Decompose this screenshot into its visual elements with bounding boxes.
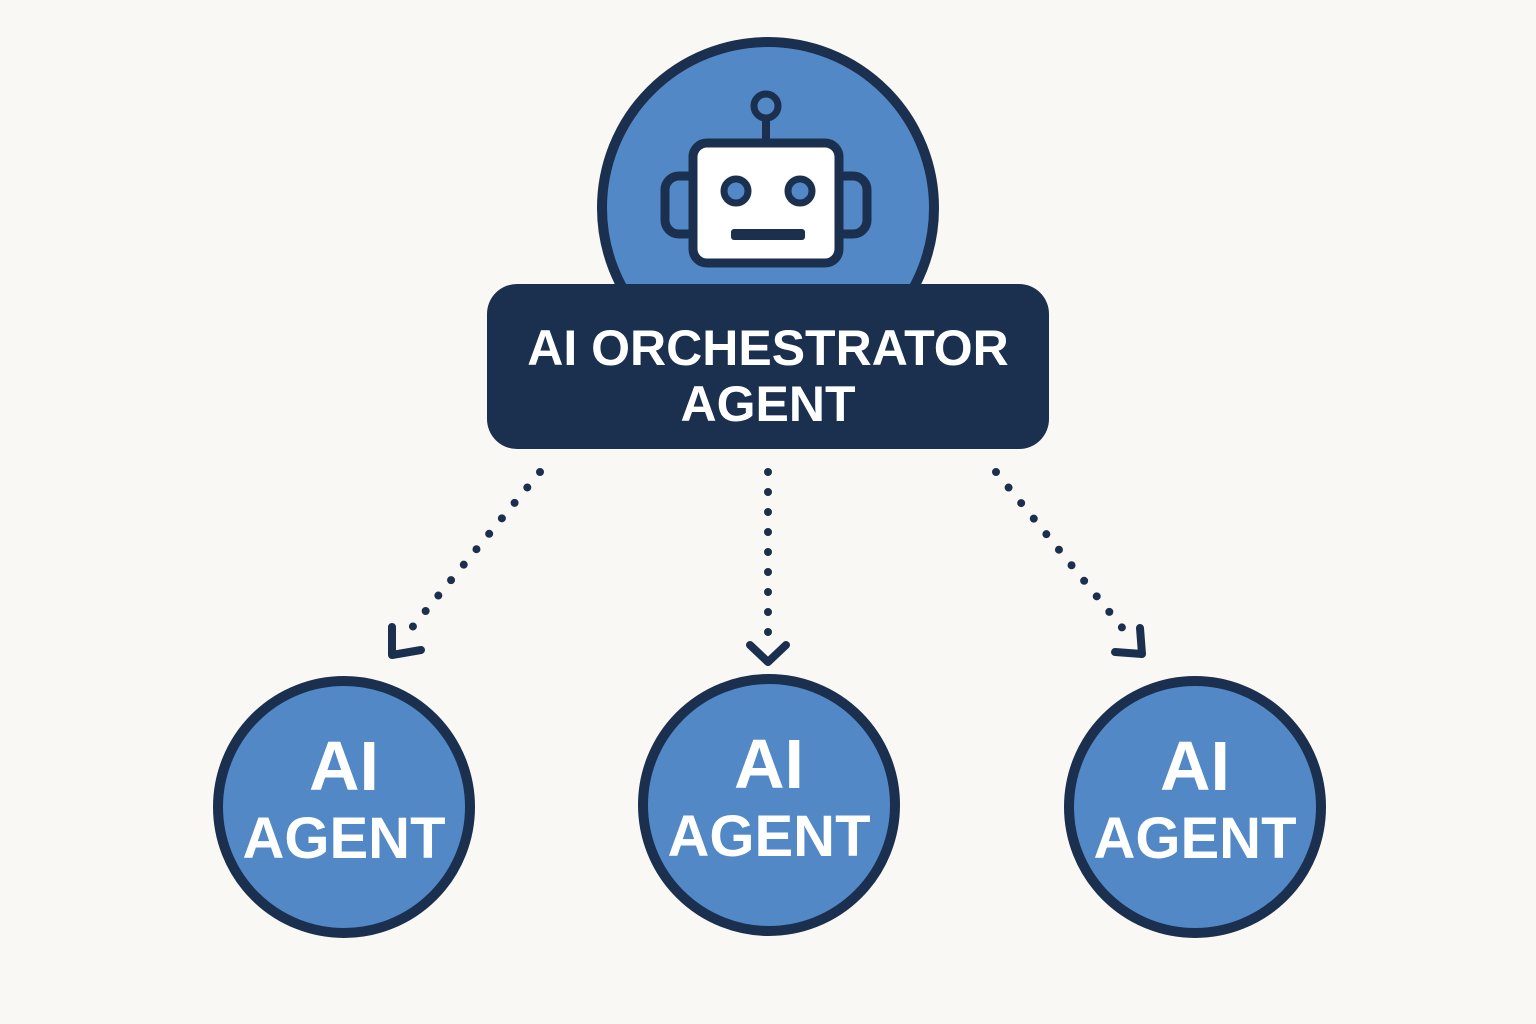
orchestrator-label-line1: AI ORCHESTRATOR — [527, 320, 1009, 376]
agent-label-line1: AI — [1160, 727, 1230, 805]
arrowhead-right — [1111, 624, 1146, 658]
agent-node-3[interactable]: AI AGENT — [1064, 676, 1326, 938]
agent-label-line1: AI — [309, 727, 379, 805]
robot-icon — [660, 90, 872, 268]
arrowhead-center — [746, 641, 790, 666]
arrowhead-left — [388, 623, 425, 659]
connector-left — [406, 468, 544, 634]
agent-circle — [1064, 676, 1326, 938]
agent-node-1[interactable]: AI AGENT — [213, 676, 475, 938]
agent-circle — [213, 676, 475, 938]
connector-right — [992, 468, 1128, 634]
agent-label-line2: AGENT — [243, 806, 446, 871]
agent-label-line2: AGENT — [668, 804, 871, 869]
agent-node-2[interactable]: AI AGENT — [638, 674, 900, 936]
orchestrator-label-line2: AGENT — [681, 376, 856, 432]
orchestrator-label-box — [487, 284, 1049, 449]
orchestrator-node[interactable]: AI ORCHESTRATOR AGENT — [487, 37, 1049, 449]
agent-label-line1: AI — [734, 725, 804, 803]
agent-circle — [638, 674, 900, 936]
connectors — [388, 468, 1146, 666]
agent-label-line2: AGENT — [1094, 806, 1297, 871]
